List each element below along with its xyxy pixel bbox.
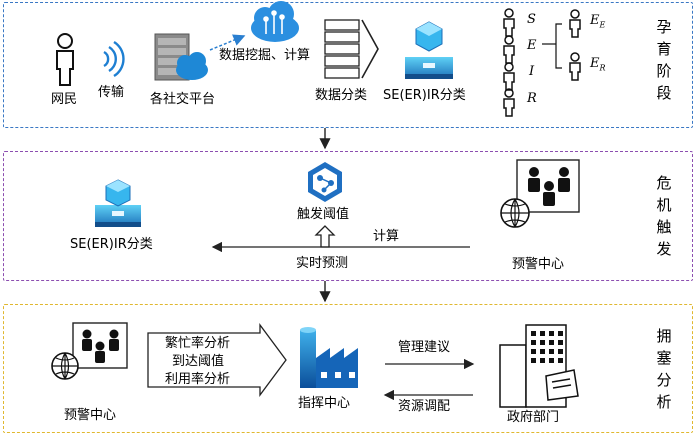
warning-label-bottom: 预警中心	[64, 408, 117, 423]
cloud-circuit-icon	[251, 1, 299, 42]
seir-box-icon-mid	[95, 179, 141, 227]
crisis-section	[3, 151, 693, 281]
threshold-trigger-icon	[308, 162, 342, 202]
incubation-section	[3, 2, 693, 128]
command-center-icon	[300, 327, 358, 388]
classify-label: 数据分类	[315, 88, 368, 103]
calc-label: 计算	[373, 229, 400, 244]
seir-label-top: SE(ER)IR分类	[383, 88, 466, 103]
congestion-title: 拥塞分析	[656, 327, 672, 411]
gov-label: 政府部门	[507, 410, 560, 425]
compartment-ee: EE	[590, 13, 606, 30]
server-cloud-icon	[154, 33, 208, 81]
busy-label: 繁忙率分析	[165, 336, 231, 351]
crisis-title: 危机触发	[656, 174, 672, 258]
government-building-icon	[499, 324, 579, 408]
seir-box-icon-top	[405, 21, 453, 79]
platform-label: 各社交平台	[150, 92, 216, 107]
incubation-title: 孕育阶段	[656, 18, 672, 102]
compartment-bracket	[542, 23, 562, 69]
allocate-label: 资源调配	[398, 399, 451, 414]
transmit-label: 传输	[98, 85, 125, 100]
netizen-label: 网民	[51, 92, 78, 107]
congestion-section	[3, 304, 693, 433]
compartment-person-icons	[503, 8, 581, 117]
reach-label: 到达阈值	[172, 354, 225, 369]
upload-arrow	[209, 34, 246, 51]
mining-label: 数据挖掘、计算	[219, 48, 311, 63]
compartment-er: ER	[590, 56, 606, 73]
analysis-arrow	[147, 323, 287, 397]
advice-label: 管理建议	[398, 340, 451, 355]
util-label: 利用率分析	[165, 372, 231, 387]
compartment-r: R	[527, 91, 537, 106]
netizen-person-icon	[56, 33, 74, 86]
warning-center-icon-bottom	[51, 322, 128, 380]
warning-center-icon-mid	[500, 159, 580, 228]
realtime-label: 实时预测	[296, 256, 349, 271]
compartment-i: I	[529, 64, 535, 79]
compartment-e: E	[527, 38, 537, 53]
compartment-s: S	[527, 12, 536, 27]
data-stack-icon	[324, 19, 379, 79]
threshold-label: 触发阈值	[297, 207, 350, 222]
warning-label-mid: 预警中心	[512, 257, 565, 272]
signal-icon	[103, 40, 125, 78]
hollow-up-arrow	[314, 225, 336, 248]
seir-label-mid: SE(ER)IR分类	[70, 237, 153, 252]
command-label: 指挥中心	[298, 396, 351, 411]
